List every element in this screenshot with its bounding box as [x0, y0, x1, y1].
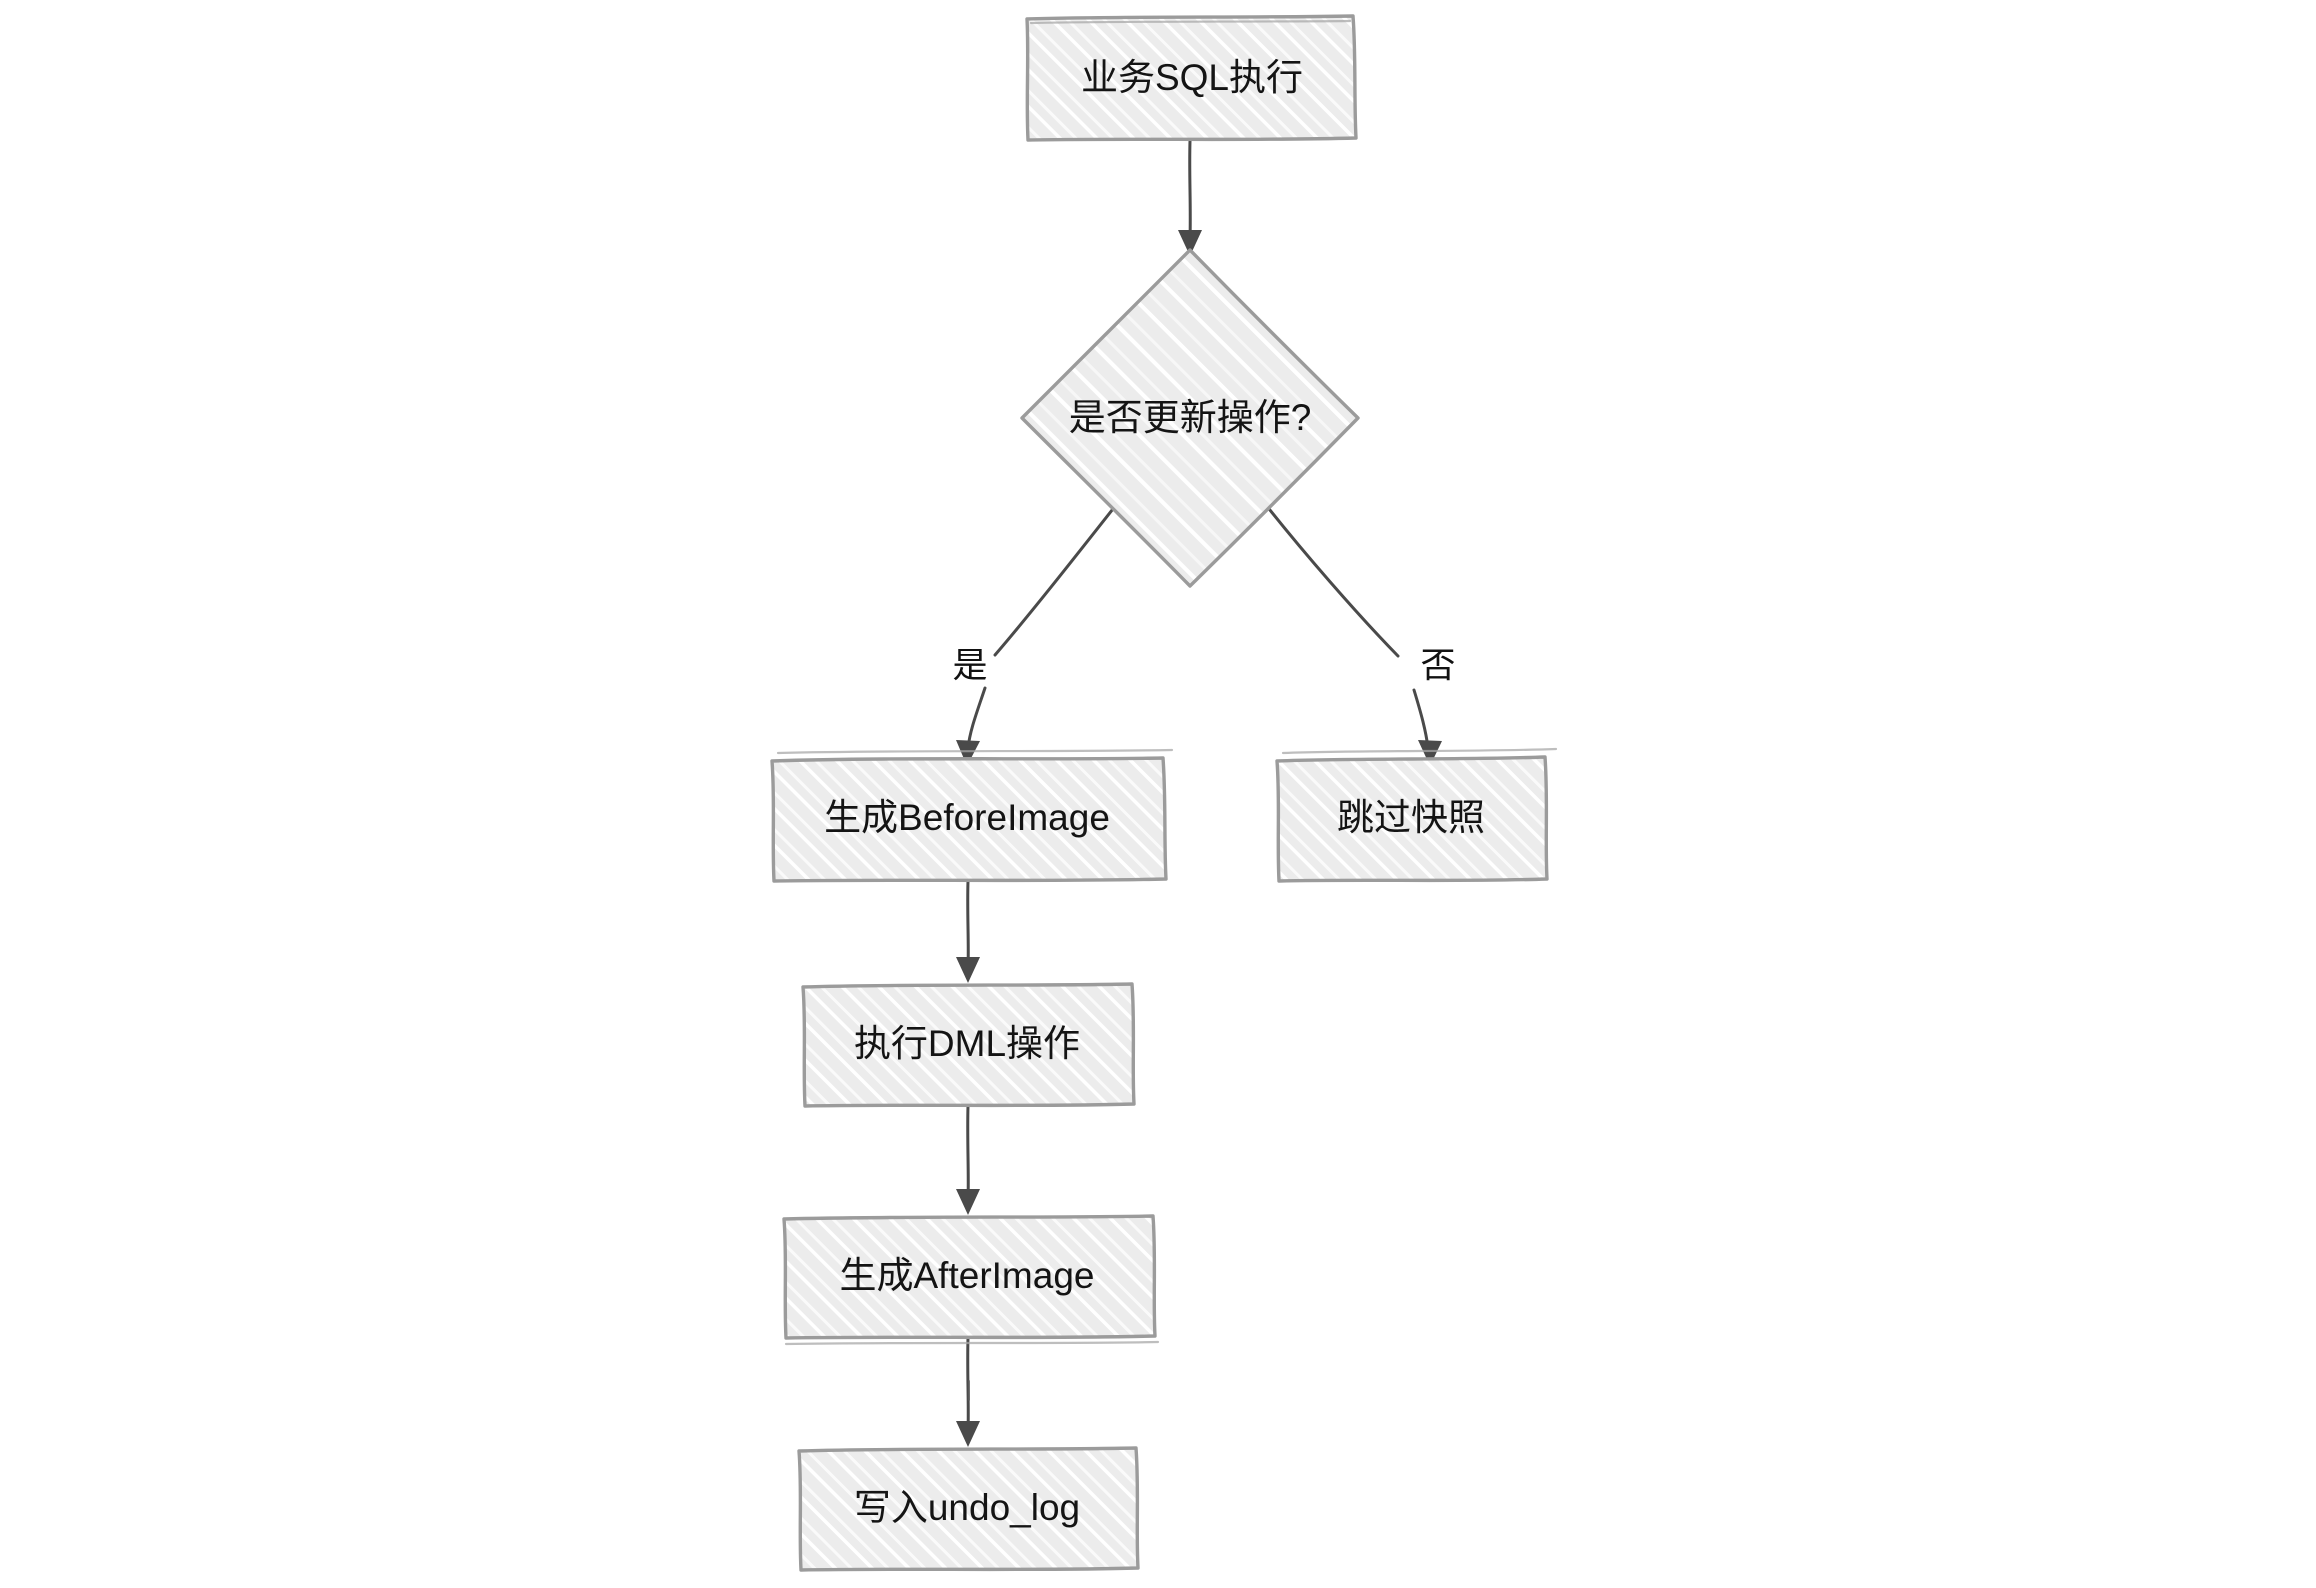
node-label-dml: 执行DML操作: [854, 1023, 1080, 1064]
edge-afterimage-to-undolog: [956, 1336, 980, 1447]
node-dml[interactable]: 执行DML操作: [801, 982, 1136, 1108]
edge-decide-to-beforeimage: 是: [952, 498, 1122, 766]
node-label-beforeimage: 生成BeforeImage: [824, 797, 1110, 838]
node-sql[interactable]: 业务SQL执行: [1025, 14, 1358, 142]
node-label-sql: 业务SQL执行: [1081, 57, 1303, 98]
edge-beforeimage-to-dml: [956, 879, 980, 983]
edge-label-yes: 是: [952, 646, 987, 685]
node-label-skipsnapshot: 跳过快照: [1337, 797, 1485, 838]
node-decide[interactable]: 是否更新操作?: [1020, 248, 1360, 588]
edge-dml-to-afterimage: [956, 1104, 980, 1215]
node-afterimage[interactable]: 生成AfterImage: [782, 1214, 1160, 1346]
node-beforeimage[interactable]: 生成BeforeImage: [770, 748, 1174, 883]
edge-label-no: 否: [1420, 646, 1455, 685]
node-skipsnapshot[interactable]: 跳过快照: [1275, 747, 1558, 883]
edge-sql-to-decide: [1178, 139, 1202, 256]
node-label-decide: 是否更新操作?: [1069, 397, 1312, 438]
node-label-undolog: 写入undo_log: [854, 1487, 1080, 1528]
node-undolog[interactable]: 写入undo_log: [797, 1446, 1140, 1572]
node-label-afterimage: 生成AfterImage: [840, 1255, 1095, 1296]
edge-decide-to-skipsnapshot: 否: [1260, 498, 1456, 766]
